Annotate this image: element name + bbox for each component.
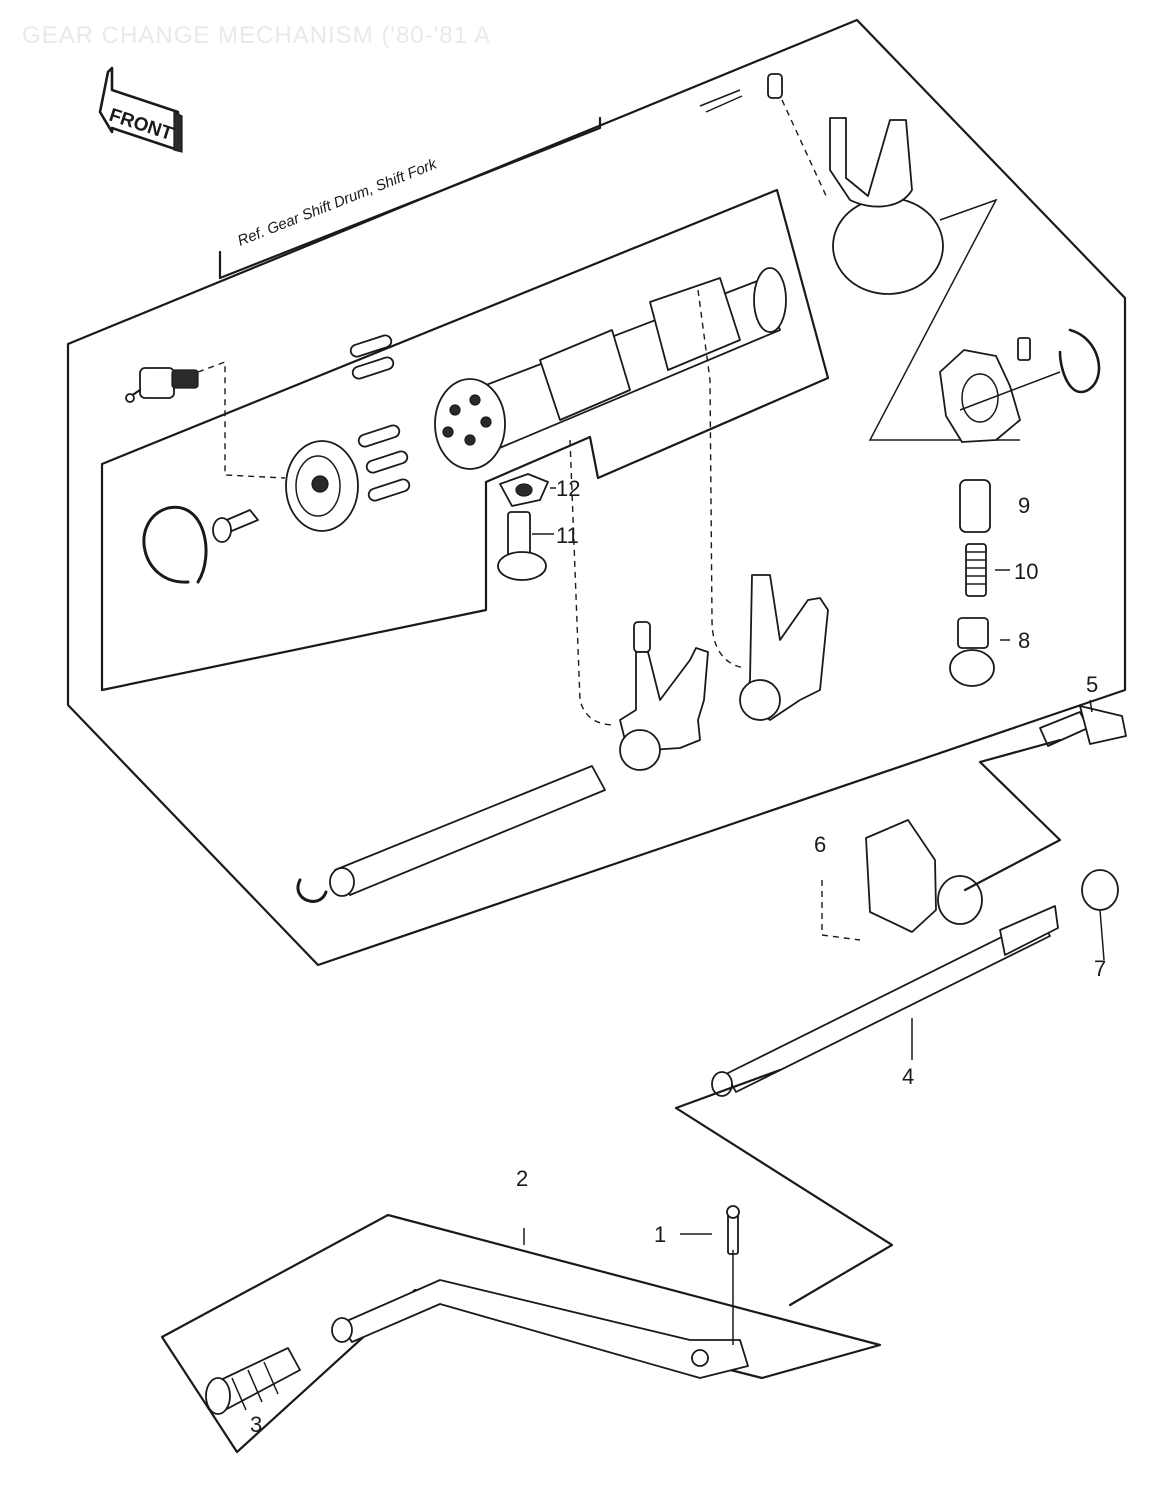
callout-12: 12 [556, 476, 580, 501]
gear-shift-shaft [711, 905, 1059, 1097]
callout-7: 7 [1094, 956, 1106, 981]
stud-5 [1039, 705, 1127, 747]
shift-mechanism-arm [821, 819, 1119, 961]
detent-pin-9 [959, 479, 991, 533]
star-plate [939, 349, 1021, 443]
top-shift-fork [767, 73, 944, 295]
front-badge: FRONT [98, 66, 183, 153]
washer-12 [499, 473, 549, 507]
shift-pedal [331, 1279, 749, 1379]
shaft-pedal-link [674, 1068, 894, 1307]
fork-shaft [296, 765, 606, 903]
callout-1: 1 [654, 1222, 666, 1247]
callout-6: 6 [814, 832, 826, 857]
shift-drum-panel [100, 188, 830, 692]
callout-8: 8 [1018, 628, 1030, 653]
pedal-rubber-3 [205, 1347, 301, 1415]
shift-fork-right [739, 574, 829, 721]
callout-4: 4 [902, 1064, 914, 1089]
pin-bolt [212, 509, 259, 543]
callout-11: 11 [556, 523, 579, 548]
shaft-link-line [963, 738, 1062, 892]
upper-assembly-panel [66, 18, 1127, 967]
detent-plug-8 [949, 617, 995, 687]
shift-fork-left [619, 621, 709, 771]
positioning-pin [1017, 337, 1031, 361]
callout-5: 5 [1086, 672, 1098, 697]
shift-pedal-panel [160, 1213, 882, 1454]
callout-10: 10 [1014, 559, 1038, 584]
drum-pins [349, 334, 411, 502]
bolt-11 [497, 511, 547, 581]
circlip [142, 505, 208, 584]
gear-shift-drum [434, 267, 787, 470]
detent-spring-10 [965, 543, 987, 597]
callout-3: 3 [250, 1412, 262, 1437]
fork-shaft-clip [296, 878, 328, 903]
callout-9: 9 [1018, 493, 1030, 518]
star-circlip [1058, 328, 1101, 394]
pedal-bolt-1 [726, 1205, 740, 1255]
neutral-switch [125, 367, 199, 403]
oil-seal-7 [1081, 869, 1119, 911]
reference-bracket [218, 116, 602, 280]
diagram-title-watermark: GEAR CHANGE MECHANISM ('80-'81 A [22, 22, 492, 49]
drum-cam-plate [285, 440, 359, 532]
callout-2: 2 [516, 1166, 528, 1191]
cotter-pin [699, 89, 743, 113]
